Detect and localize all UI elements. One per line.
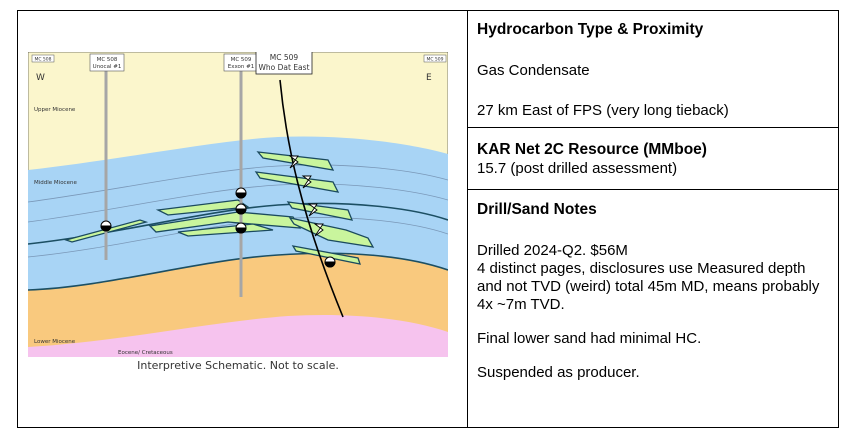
west-label: W [36, 73, 45, 83]
drill-note: Suspended as producer. [477, 364, 830, 382]
cross-section-schematic: MC 508 Unocal #1 MC 509 Exxon #1 MC 509 … [28, 52, 448, 357]
drill-note: Drilled 2024-Q2. $56M [477, 242, 830, 260]
well-label-mc509-exxon: MC 509 Exxon #1 [224, 54, 258, 71]
corner-tag-left: MC 508 [34, 57, 51, 63]
well-label-mc509-who-dat-east: MC 509 Who Dat East [256, 52, 312, 74]
svg-text:Unocal #1: Unocal #1 [93, 64, 122, 70]
proximity: 27 km East of FPS (very long tieback) [477, 102, 830, 120]
eocene-label: Eocene/ Cretaceous [118, 350, 173, 356]
schematic-caption: Interpretive Schematic. Not to scale. [28, 359, 448, 372]
upper-miocene-label: Upper Miocene [34, 107, 76, 113]
svg-text:MC 508: MC 508 [97, 57, 118, 63]
east-label: E [426, 73, 432, 83]
svg-text:Exxon #1: Exxon #1 [228, 64, 255, 70]
resource-heading: KAR Net 2C Resource (MMboe) [477, 140, 830, 160]
svg-text:MC 509: MC 509 [231, 57, 252, 63]
svg-text:MC 509: MC 509 [270, 53, 299, 62]
svg-text:Who Dat East: Who Dat East [258, 63, 309, 72]
corner-tag-right: MC 509 [426, 57, 443, 63]
drill-note: 4 distinct pages, disclosures use Measur… [477, 260, 830, 314]
hydrocarbon-heading: Hydrocarbon Type & Proximity [477, 20, 830, 40]
drill-notes-heading: Drill/Sand Notes [477, 200, 830, 220]
info-column: Hydrocarbon Type & Proximity Gas Condens… [468, 10, 839, 428]
row-resource: KAR Net 2C Resource (MMboe) 15.7 (post d… [468, 128, 839, 190]
well-label-mc508-unocal: MC 508 Unocal #1 [90, 54, 124, 71]
row-drill-notes: Drill/Sand Notes Drilled 2024-Q2. $56M 4… [468, 190, 839, 428]
resource-value: 15.7 (post drilled assessment) [477, 160, 830, 178]
middle-miocene-label: Middle Miocene [34, 180, 77, 186]
hydrocarbon-type: Gas Condensate [477, 62, 830, 80]
lower-miocene-label: Lower Miocene [34, 339, 76, 345]
row-hydrocarbon: Hydrocarbon Type & Proximity Gas Condens… [468, 10, 839, 128]
drill-note: Final lower sand had minimal HC. [477, 330, 830, 348]
